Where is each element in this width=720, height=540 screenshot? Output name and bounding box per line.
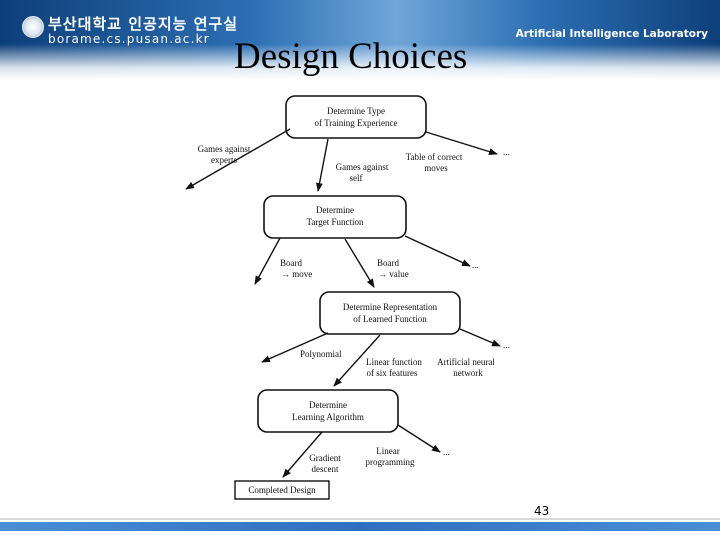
edge-table-moves (425, 131, 498, 155)
edge-board-move (254, 237, 281, 285)
label-linear-prog-2: programming (366, 457, 415, 467)
node-target-line1: Determine (316, 205, 354, 215)
ellipsis-target: ... (472, 260, 479, 270)
label-linear-prog-1: Linear (376, 446, 399, 456)
slide-title: Design Choices (234, 36, 468, 77)
edge-board-value (344, 238, 375, 288)
university-seal-icon (22, 16, 44, 38)
node-completed-label: Completed Design (248, 485, 316, 495)
edge-polynomial (261, 332, 329, 363)
label-gradient-1: Gradient (309, 453, 341, 463)
label-board-move-1: Board (280, 258, 302, 268)
label-ann-2: network (453, 368, 483, 378)
node-representation-line1: Determine Representation (343, 302, 438, 312)
edge-target-more (404, 235, 471, 267)
ellipsis-representation: ... (503, 340, 510, 350)
label-polynomial: Polynomial (300, 349, 342, 359)
label-gradient-2: descent (312, 464, 339, 474)
node-representation: Determine Representation of Learned Funct… (319, 291, 461, 335)
node-training-experience: Determine Type of Training Experience (285, 95, 427, 139)
node-completed-design: Completed Design (234, 480, 330, 500)
label-linear-function-1: Linear function (366, 357, 422, 367)
edge-gradient-descent (282, 431, 323, 478)
label-games-experts-1: Games against (198, 144, 251, 154)
svg-text:Board→ value: Board→ value (377, 258, 409, 279)
footer-divider (0, 518, 720, 520)
label-table-moves-1: Table of correct (406, 152, 463, 162)
node-algorithm-line2: Learning Algorithm (292, 412, 364, 422)
svg-text:Board→ move: Board→ move (280, 258, 312, 279)
label-table-moves-2: moves (424, 163, 448, 173)
label-board-value-2: → value (378, 269, 409, 279)
node-representation-line2: of Learned Function (353, 314, 427, 324)
ellipsis-algorithm: ... (443, 447, 450, 457)
footer-band (0, 522, 720, 531)
edge-games-self (316, 138, 329, 192)
node-training-line1: Determine Type (327, 106, 385, 116)
edge-linear-function (333, 334, 381, 387)
edge-games-experts (185, 128, 291, 190)
lab-name: Artificial Intelligence Laboratory (515, 28, 708, 40)
node-algorithm-line1: Determine (309, 400, 347, 410)
label-board-value-1: Board (377, 258, 399, 268)
label-games-experts-2: experts (211, 155, 237, 165)
label-games-self-1: Games against (336, 162, 389, 172)
node-training-line2: of Training Experience (315, 118, 398, 128)
site-url: borame.cs.pusan.ac.kr (48, 32, 210, 46)
edge-linear-programming (397, 424, 441, 453)
header-fade (0, 0, 720, 80)
label-ann-1: Artificial neural (437, 357, 495, 367)
label-games-self-2: self (350, 173, 363, 183)
korean-lab-title: 부산대학교 인공지능 연구실 (48, 15, 239, 33)
node-target-line2: Target Function (307, 217, 364, 227)
label-board-move-2: → move (281, 269, 312, 279)
edge-representation-more (459, 328, 501, 347)
page-number: 43 (534, 504, 550, 518)
label-linear-function-2: of six features (367, 368, 418, 378)
ellipsis-training: ... (503, 147, 510, 157)
